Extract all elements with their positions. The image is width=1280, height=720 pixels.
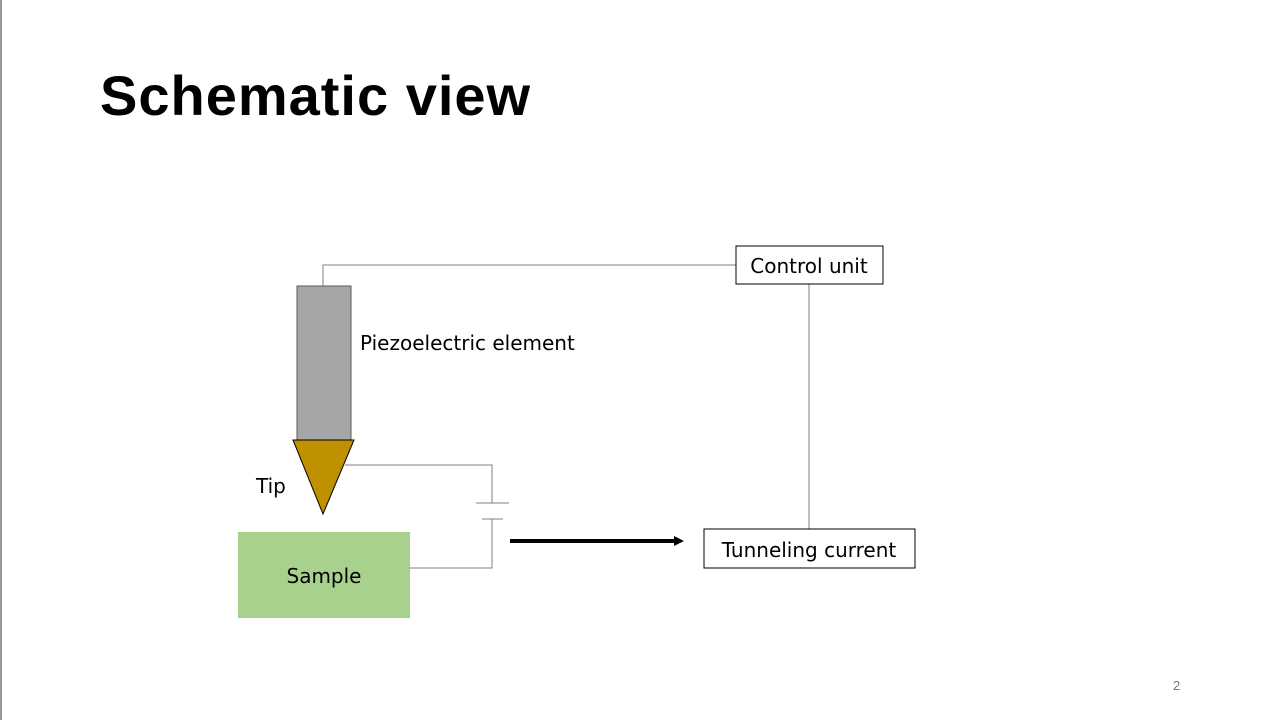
wire-tip-to-battery — [345, 464, 493, 503]
piezo-element — [296, 285, 352, 441]
control-unit-label: Control unit — [750, 254, 868, 278]
tip-label: Tip — [255, 474, 286, 498]
tip-shape — [292, 439, 355, 516]
sample-label: Sample — [287, 564, 362, 588]
wire-piezo-to-control — [322, 264, 736, 286]
wire-battery-to-sample — [410, 519, 493, 569]
slide-title: Schematic view — [100, 64, 532, 127]
sample-block — [238, 532, 410, 618]
tunneling-current-box — [703, 528, 916, 569]
page-number: 2 — [1173, 678, 1181, 693]
tunneling-current-label: Tunneling current — [721, 538, 897, 562]
slide-left-border — [0, 0, 2, 720]
control-unit-box — [735, 245, 884, 285]
piezo-label: Piezoelectric element — [360, 331, 575, 355]
